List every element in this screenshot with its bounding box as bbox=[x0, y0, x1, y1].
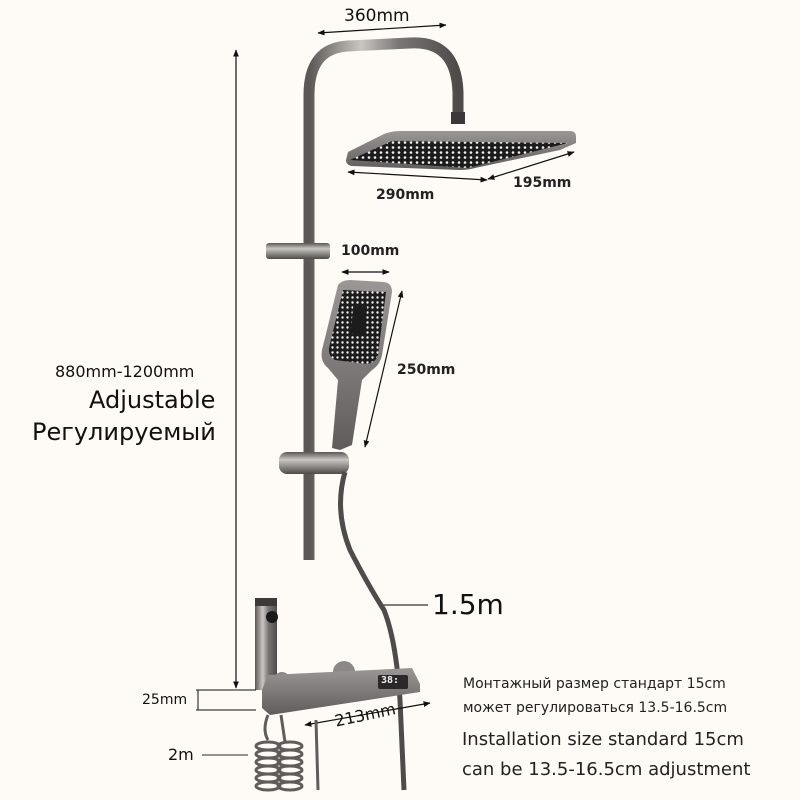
rain-head-length-label: 290mm bbox=[376, 187, 435, 203]
height-range-label: 880mm-1200mm bbox=[55, 362, 195, 381]
slide-holder-bottom bbox=[279, 452, 349, 474]
coiled-bidet-hose bbox=[254, 714, 320, 792]
hose-length-label: 1.5m bbox=[432, 588, 504, 621]
overhead-arm bbox=[303, 37, 465, 560]
bidet-sprayer bbox=[255, 598, 278, 690]
adjustable-en-label: Adjustable bbox=[89, 386, 216, 414]
thermostat-body bbox=[262, 668, 420, 715]
hand-shower-width-label: 100mm bbox=[341, 243, 400, 259]
temperature-display: 38: bbox=[381, 675, 400, 686]
arm-width-arrow bbox=[317, 22, 447, 36]
shower-hose bbox=[338, 471, 407, 791]
note-en-line1: Installation size standard 15cm bbox=[462, 729, 744, 750]
adjustable-ru-label: Регулируемый bbox=[32, 418, 216, 446]
hand-shower-length-label: 250mm bbox=[397, 362, 456, 378]
hand-shower bbox=[321, 280, 392, 450]
thermostat-width-arrow bbox=[304, 701, 431, 727]
hand-shower-length-arrow bbox=[363, 290, 404, 448]
base-offset-label: 25mm bbox=[142, 692, 188, 708]
rain-head-depth-label: 195mm bbox=[513, 175, 572, 191]
rain-head-depth-arrow bbox=[487, 151, 575, 180]
note-en-line2: can be 13.5-16.5cm adjustment bbox=[462, 759, 751, 780]
rain-shower-head bbox=[346, 131, 576, 170]
rain-head-length-arrow bbox=[347, 169, 488, 183]
slide-holder-top bbox=[266, 243, 330, 259]
base-offset-bracket bbox=[196, 689, 256, 711]
arm-width-label: 360mm bbox=[344, 6, 410, 26]
note-ru-line2: может регулироваться 13.5-16.5cm bbox=[463, 700, 728, 716]
bidet-hose-length-label: 2m bbox=[168, 745, 194, 764]
note-ru-line1: Монтажный размер стандарт 15cm bbox=[463, 676, 726, 692]
